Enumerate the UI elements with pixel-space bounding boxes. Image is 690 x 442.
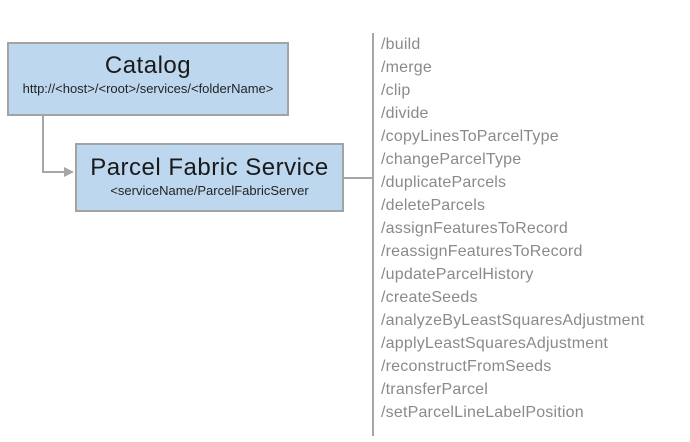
endpoint-item: /applyLeastSquaresAdjustment bbox=[381, 335, 609, 352]
catalog-title: Catalog bbox=[104, 52, 192, 79]
endpoint-item: /merge bbox=[381, 59, 432, 76]
endpoints-list: /build/merge/clip/divide/copyLinesToParc… bbox=[381, 33, 644, 424]
endpoints-divider-line bbox=[372, 33, 374, 436]
endpoint-item: /setParcelLineLabelPosition bbox=[381, 404, 584, 421]
arrowhead-icon bbox=[64, 167, 74, 177]
endpoint-item: /build bbox=[381, 36, 421, 53]
endpoint-item: /createSeeds bbox=[381, 289, 478, 306]
endpoint-item: /clip bbox=[381, 82, 411, 99]
endpoint-item: /duplicateParcels bbox=[381, 174, 507, 191]
endpoint-item: /reconstructFromSeeds bbox=[381, 358, 552, 375]
catalog-url: http://<host>/<root>/services/<folderNam… bbox=[22, 81, 274, 96]
endpoint-item: /copyLinesToParcelType bbox=[381, 128, 559, 145]
endpoint-item: /deleteParcels bbox=[381, 197, 486, 214]
service-box: Parcel Fabric Service <serviceName/Parce… bbox=[75, 143, 344, 212]
endpoint-item: /divide bbox=[381, 105, 429, 122]
endpoint-item: /analyzeByLeastSquaresAdjustment bbox=[381, 312, 645, 329]
catalog-box: Catalog http://<host>/<root>/services/<f… bbox=[7, 42, 289, 116]
service-title: Parcel Fabric Service bbox=[90, 154, 329, 181]
endpoint-item: /reassignFeaturesToRecord bbox=[381, 243, 583, 260]
connector-vertical-segment bbox=[42, 116, 44, 172]
endpoint-item: /assignFeaturesToRecord bbox=[381, 220, 568, 237]
endpoint-item: /updateParcelHistory bbox=[381, 266, 534, 283]
service-subtitle: <serviceName/ParcelFabricServer bbox=[110, 183, 309, 198]
connector-horizontal-segment bbox=[42, 171, 64, 173]
endpoint-item: /changeParcelType bbox=[381, 151, 522, 168]
endpoint-item: /transferParcel bbox=[381, 381, 489, 398]
service-connector-line bbox=[344, 177, 372, 179]
